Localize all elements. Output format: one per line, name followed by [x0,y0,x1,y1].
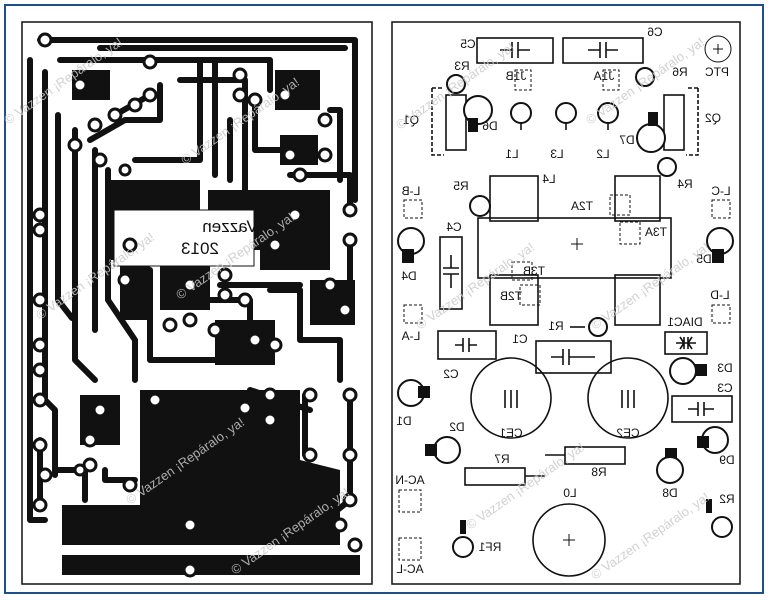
label-acl: AC-L [396,562,424,576]
label-lb: L-B [402,184,421,198]
label-l0: L0 [563,486,577,500]
copper-brand-line2: 2013 [181,239,219,258]
label-r5: R5 [453,179,469,193]
label-d1: D1 [396,414,412,428]
label-l4: L4 [542,172,556,186]
label-c6: C6 [647,25,663,39]
label-d5: D5 [696,252,712,266]
label-d8: D8 [662,486,678,500]
copper-brand-line1: Vazzen [202,217,257,236]
label-t3a: T3A [645,225,667,239]
copper-layer-panel: Vazzen 2013 [21,21,373,585]
label-c5: C5 [460,37,476,51]
label-r1: R1 [548,319,564,333]
label-lc: L-C [711,184,731,198]
label-q1: Q1 [403,113,419,127]
label-c1: C1 [512,332,528,346]
label-t2b: T2B [500,289,522,303]
label-ce1: CE1 [499,426,523,440]
label-l2: L2 [596,147,610,161]
label-ld: L-D [710,288,730,302]
label-r3: R3 [454,59,470,73]
label-c3: C3 [717,381,733,395]
label-j1b: J1B [506,69,527,83]
label-l1: L1 [505,147,519,161]
label-ce2: CE2 [616,426,640,440]
label-d4: D4 [401,269,417,283]
label-d9: D9 [719,453,735,467]
label-d2: D2 [449,420,465,434]
label-c2: C2 [443,367,459,381]
label-acn: AC-N [395,473,424,487]
label-diac1: DIAC1 [667,315,703,329]
label-rf1: RF1 [478,540,501,554]
label-d6: D6 [482,119,498,133]
label-la: L-A [402,329,421,343]
label-l3: L3 [550,147,564,161]
label-d7: D7 [619,133,635,147]
label-j1a: J1A [594,69,615,83]
label-r8: R8 [591,465,607,479]
label-r4: R4 [677,177,693,191]
label-ptc: PTC [705,65,729,79]
label-r6: R6 [672,65,688,79]
label-t2a: T2A [571,199,593,213]
label-r7: R7 [494,452,510,466]
label-t3b: T3B [523,264,545,278]
label-r2: R2 [719,492,735,506]
component-labels: C5 C6 PTC R3 J1B J1A R6 Q1 Q2 D6 D7 L1 L… [395,25,734,576]
label-c4: C4 [446,220,462,234]
silkscreen-panel [391,21,741,585]
label-d3: D3 [717,361,733,375]
label-q2: Q2 [705,111,721,125]
